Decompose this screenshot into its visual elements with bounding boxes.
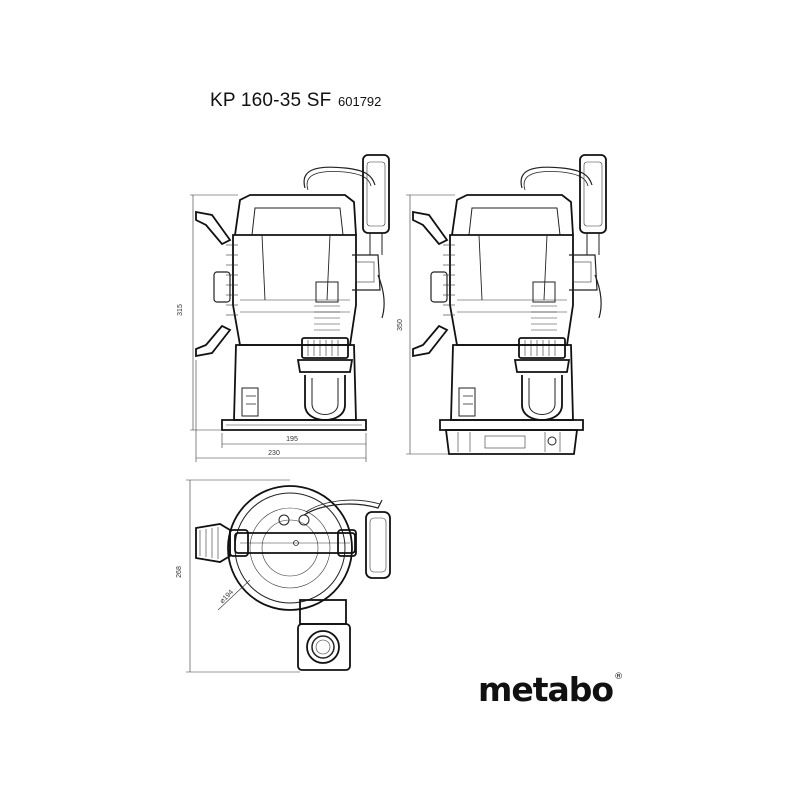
dim-width-230: 230 <box>268 450 280 457</box>
dim-diameter-194: ⌀194 <box>219 589 235 605</box>
pump-side-view-left <box>195 154 390 431</box>
trademark-symbol: ® <box>614 672 623 682</box>
pump-top-view <box>195 485 391 671</box>
dim-depth-268: 268 <box>176 566 183 578</box>
dimension-lines-left <box>190 194 367 462</box>
model-title: KP 160-35 SF <box>210 90 332 111</box>
article-number: 601792 <box>338 94 382 109</box>
dim-height-350: 350 <box>397 319 404 331</box>
dimension-lines-right <box>406 194 455 455</box>
dim-width-195: 195 <box>286 436 298 443</box>
pump-side-view-right <box>412 154 607 455</box>
dimension-lines-top <box>186 479 300 673</box>
brand-name: metabo <box>478 670 614 709</box>
brand-logo: metabo® <box>478 670 623 709</box>
dim-height-315: 315 <box>177 304 184 316</box>
